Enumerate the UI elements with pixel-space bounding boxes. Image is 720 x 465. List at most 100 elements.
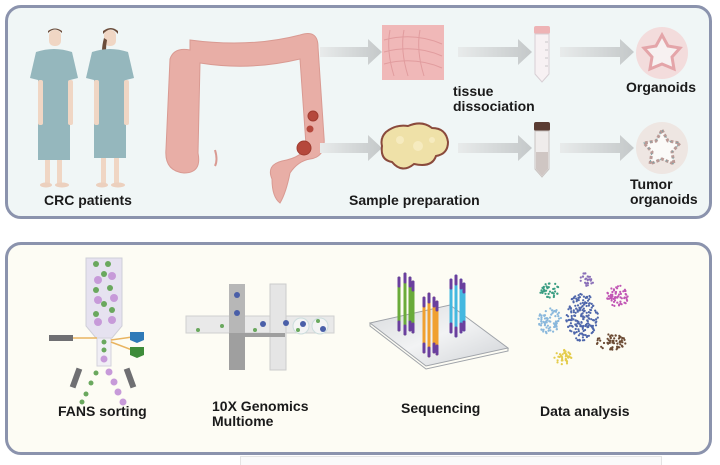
cluster-dot: [582, 318, 585, 321]
cluster-dot: [577, 299, 580, 302]
cluster-dot: [618, 293, 621, 296]
cluster-dot: [589, 311, 592, 314]
cluster-dot: [542, 285, 546, 288]
cluster-dot: [579, 325, 582, 328]
cluster-dot: [588, 317, 591, 320]
cluster-dot: [540, 322, 543, 325]
cluster-dot: [619, 284, 622, 287]
cluster-dot: [551, 312, 554, 315]
cluster-dot: [615, 339, 618, 342]
cluster-dot: [556, 313, 559, 316]
cluster-dot: [575, 324, 578, 327]
cluster-dot: [620, 303, 623, 306]
cluster-dot: [580, 321, 583, 324]
cluster-dot: [621, 336, 624, 340]
cluster-dot: [611, 293, 614, 296]
cluster-dot: [565, 362, 569, 365]
cluster-dot: [549, 320, 552, 323]
cluster-dot: [612, 342, 616, 345]
cluster-dot: [613, 304, 616, 307]
cluster-dot: [570, 317, 573, 320]
cluster-dot: [590, 282, 593, 285]
cluster-dot: [568, 318, 571, 321]
cluster-dot: [552, 292, 555, 295]
cluster-dot: [560, 363, 563, 366]
cluster-dot: [579, 332, 582, 335]
cluster-dot: [548, 296, 551, 299]
cluster-dot: [577, 328, 580, 331]
cluster-dot: [581, 275, 585, 278]
cluster-dot: [540, 316, 543, 319]
cluster-dot: [542, 330, 545, 333]
cluster-dot: [576, 339, 579, 342]
cluster-dot: [565, 360, 569, 363]
cluster-dot: [569, 322, 573, 325]
cluster-dot: [618, 303, 621, 306]
cluster-dot: [625, 298, 628, 301]
cluster-dot: [592, 329, 596, 332]
cluster-dot: [568, 324, 572, 327]
cluster-dot: [577, 296, 580, 299]
cluster-dot: [552, 310, 555, 313]
cluster-dot: [565, 314, 568, 317]
cluster-dot: [554, 315, 557, 318]
cluster-dot: [550, 309, 554, 312]
cluster-dot: [573, 331, 576, 334]
cluster-dot: [543, 321, 546, 324]
cluster-dot: [555, 328, 558, 331]
cluster-dot: [565, 319, 568, 322]
cluster-dot: [547, 292, 550, 295]
cluster-dot: [581, 309, 584, 312]
cluster-dot: [558, 317, 561, 320]
cluster-dot: [574, 311, 577, 314]
cluster-dot: [581, 301, 584, 304]
cluster-dot: [552, 322, 556, 325]
cluster-dot: [543, 324, 547, 327]
cluster-dot: [567, 308, 570, 311]
cluster-dot: [574, 304, 577, 307]
cluster-dot: [609, 297, 612, 300]
step-label-crc-patients: CRC patients: [44, 192, 132, 208]
cluster-dot: [574, 327, 577, 331]
cluster-dot: [575, 297, 578, 300]
cluster-dot: [538, 314, 541, 317]
cluster-dot: [542, 287, 545, 290]
cluster-dot: [606, 337, 609, 340]
step-label-tumor-organoids: Tumor organoids: [630, 176, 698, 207]
cluster-dot: [616, 346, 619, 349]
cluster-dot: [584, 272, 587, 275]
cluster-dot: [582, 272, 585, 275]
cluster-dot: [546, 295, 550, 298]
cluster-dot: [580, 306, 583, 309]
cluster-dot: [553, 356, 556, 359]
cluster-dot: [611, 303, 614, 307]
cluster-dot: [566, 355, 569, 358]
cluster-dot: [569, 329, 572, 332]
cluster-dot: [574, 319, 577, 322]
cluster-dot: [612, 297, 615, 300]
cluster-dot: [561, 353, 564, 356]
colon-with-tumors-icon: [165, 33, 325, 204]
cluster-dot: [620, 344, 624, 347]
cluster-dot: [549, 307, 552, 310]
cluster-dot: [544, 292, 547, 295]
cluster-dot: [548, 290, 552, 293]
cluster-dot: [589, 296, 592, 299]
patient-man-icon: [30, 28, 78, 188]
cluster-dot: [543, 314, 546, 317]
cluster-dot: [556, 359, 559, 362]
cluster-dot: [586, 284, 589, 287]
cluster-dot: [611, 295, 614, 298]
cluster-dot: [585, 301, 588, 305]
cluster-dot: [542, 328, 545, 331]
cluster-dot: [585, 322, 589, 325]
cluster-dot: [571, 297, 574, 300]
step-label-sample-preparation: Sample preparation: [349, 192, 480, 208]
cluster-dot: [556, 285, 559, 288]
cluster-dot: [596, 339, 599, 342]
cluster-dot: [610, 347, 613, 350]
cluster-dot: [598, 337, 601, 340]
cluster-dot: [552, 330, 555, 333]
cluster-dot: [575, 331, 578, 334]
cluster-dot: [554, 322, 557, 325]
